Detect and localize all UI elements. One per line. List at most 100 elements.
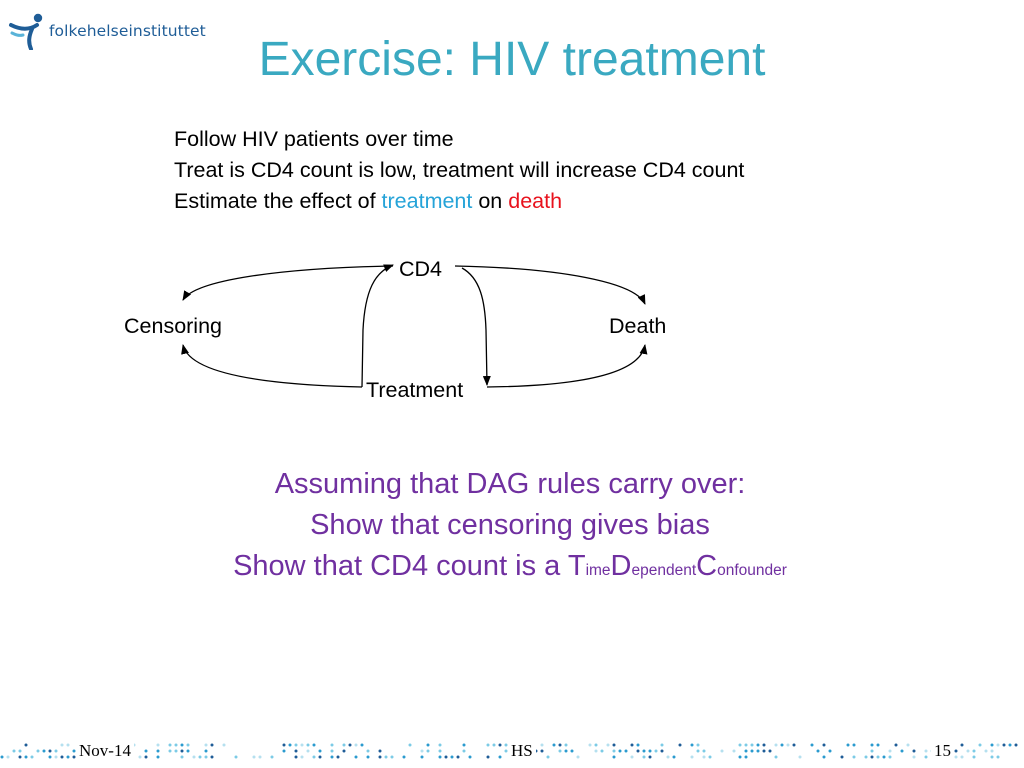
- footer-dot: [174, 749, 178, 753]
- footer-dot: [48, 755, 52, 759]
- logo-figure-icon: [9, 13, 43, 50]
- footer-dot: [990, 749, 994, 753]
- footer-dot: [756, 749, 760, 753]
- footer-dot: [468, 755, 472, 759]
- footer-dot: [306, 743, 310, 747]
- footer-dot: [222, 743, 226, 747]
- footer-dot: [750, 743, 754, 747]
- footer-dot: [642, 755, 646, 759]
- footer-dot: [72, 749, 76, 753]
- footer-dot: [630, 755, 634, 759]
- footer-dot: [888, 755, 892, 759]
- estimate-treatment: treatment: [381, 189, 473, 213]
- footer-dot: [612, 743, 616, 747]
- footer-dot: [660, 743, 664, 747]
- footer-dot: [270, 755, 274, 759]
- footer-dot: [498, 743, 502, 747]
- footer-dot: [36, 749, 40, 753]
- footer-dot: [564, 743, 568, 747]
- footer-dot: [750, 749, 754, 753]
- footer-dot: [156, 743, 160, 747]
- logo-text: folkehelseinstituttet: [49, 22, 206, 40]
- footer-dot: [840, 755, 844, 759]
- footer-dot: [702, 749, 706, 753]
- footer-dot: [636, 749, 640, 753]
- footer-dot: [792, 743, 796, 747]
- arrow-cd4-to-death: [454, 265, 646, 305]
- footer-dot: [156, 755, 160, 759]
- footer-dot: [768, 749, 772, 753]
- footer-date: Nov-14: [76, 741, 134, 761]
- footer-dot: [300, 743, 304, 747]
- footer-dot: [174, 743, 178, 747]
- footer-dot: [204, 749, 208, 753]
- footer-dot: [666, 755, 670, 759]
- footer-dot: [984, 749, 988, 753]
- footer-page-number: 15: [931, 741, 954, 761]
- footer-dot: [564, 749, 568, 753]
- footer-dot: [654, 749, 658, 753]
- footer-dot: [426, 743, 430, 747]
- footer-dot: [720, 749, 724, 753]
- footer-dot: [954, 755, 958, 759]
- footer-dot: [282, 743, 286, 747]
- footer-dot: [972, 749, 976, 753]
- footer-dot: [540, 749, 544, 753]
- description-line-1: Follow HIV patients over time: [174, 127, 454, 151]
- footer-dot: [186, 743, 190, 747]
- footer-dot: [966, 749, 970, 753]
- footer-dot: [360, 743, 364, 747]
- footer-dot: [882, 755, 886, 759]
- footer-dot: [354, 755, 358, 759]
- footer-dot: [180, 755, 184, 759]
- footer-dot: [198, 755, 202, 759]
- footer-dot: [636, 743, 640, 747]
- footer-dot: [900, 749, 904, 753]
- footer-dot: [390, 755, 394, 759]
- footer-dot: [762, 749, 766, 753]
- footer-dot: [294, 755, 298, 759]
- footer-dot: [462, 749, 466, 753]
- footer-dot: [30, 755, 34, 759]
- footer-dot: [612, 755, 616, 759]
- footer-dot: [66, 755, 70, 759]
- footer-dot: [54, 755, 58, 759]
- footer-dot: [138, 755, 142, 759]
- footer-dot: [294, 749, 298, 753]
- footer-dot: [1008, 743, 1012, 747]
- footer-dot: [870, 743, 874, 747]
- footer-dot: [696, 743, 700, 747]
- footer-dot: [690, 755, 694, 759]
- footer-dot: [606, 743, 610, 747]
- footer-dot: [402, 755, 406, 759]
- footer-dot: [342, 743, 346, 747]
- exercise-text: Assuming that DAG rules carry over: Show…: [0, 464, 1020, 591]
- footer-dot: [972, 755, 976, 759]
- footer-dot: [486, 743, 490, 747]
- footer-dot: [186, 749, 190, 753]
- slide-title: Exercise: HIV treatment: [258, 33, 766, 86]
- footer-dot: [996, 743, 1000, 747]
- footer-dot: [366, 749, 370, 753]
- footer-dot: [822, 755, 826, 759]
- footer-dot: [378, 755, 382, 759]
- footer-dot: [738, 755, 742, 759]
- footer-dot: [876, 755, 880, 759]
- footer-dot: [912, 755, 916, 759]
- footer-dot: [648, 749, 652, 753]
- footer-dot: [756, 743, 760, 747]
- footer-dot: [420, 755, 424, 759]
- tdc-d: D: [610, 550, 632, 582]
- footer-dot: [732, 749, 736, 753]
- footer-dot: [690, 743, 694, 747]
- footer-dot: [234, 755, 238, 759]
- footer-dot: [426, 749, 430, 753]
- footer-dot: [6, 755, 10, 759]
- footer-dot: [546, 755, 550, 759]
- footer-dot: [456, 755, 460, 759]
- footer-dot: [384, 755, 388, 759]
- footer-dot: [72, 755, 76, 759]
- footer-dot: [888, 749, 892, 753]
- footer-dot: [318, 749, 322, 753]
